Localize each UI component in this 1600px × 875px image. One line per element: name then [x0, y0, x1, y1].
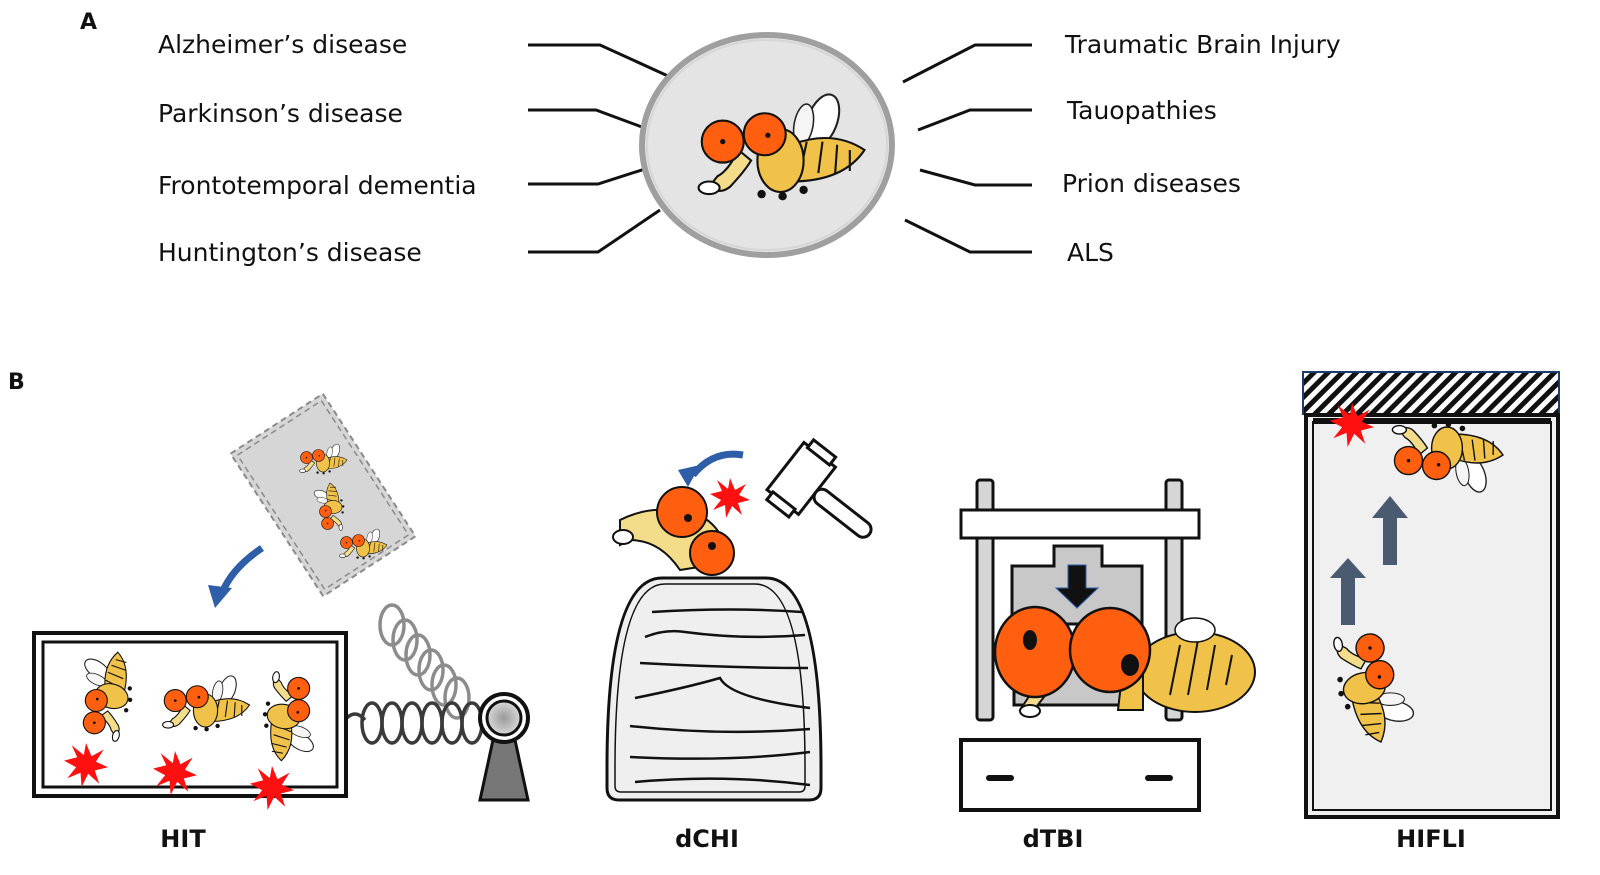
disease-label-right-4: ALS: [1067, 238, 1114, 267]
down-arrow-icon: [1054, 564, 1100, 609]
dtbi-apparatus: [959, 478, 1256, 812]
rotation-arrow-icon: [218, 545, 264, 595]
model-label-dchi: dCHI: [675, 825, 739, 853]
disease-label-left-3: Frontotemporal dementia: [158, 171, 477, 200]
model-label-hit: HIT: [160, 825, 206, 853]
model-label-hifli: HIFLI: [1396, 825, 1466, 853]
hifli-apparatus: [1302, 371, 1560, 819]
panel-a-label: A: [80, 10, 98, 35]
model-label-dtbi: dTBI: [1022, 825, 1084, 853]
disease-label-right-2: Tauopathies: [1067, 96, 1217, 125]
dchi-apparatus: [605, 437, 873, 802]
hit-apparatus: [32, 392, 530, 810]
up-arrow-icon: [1330, 496, 1408, 625]
rotation-arrow-icon: [690, 450, 744, 478]
impact-star-icon: [710, 478, 750, 518]
disease-label-left-2: Parkinson’s disease: [158, 99, 403, 128]
connector-lines: [528, 43, 1032, 254]
disease-label-right-1: Traumatic Brain Injury: [1065, 30, 1341, 59]
panel-b-label: B: [8, 370, 25, 395]
hammer-icon: [764, 437, 873, 539]
disease-label-left-1: Alzheimer’s disease: [158, 30, 408, 59]
disease-label-left-4: Huntington’s disease: [158, 238, 422, 267]
disease-label-right-3: Prion diseases: [1062, 169, 1241, 198]
